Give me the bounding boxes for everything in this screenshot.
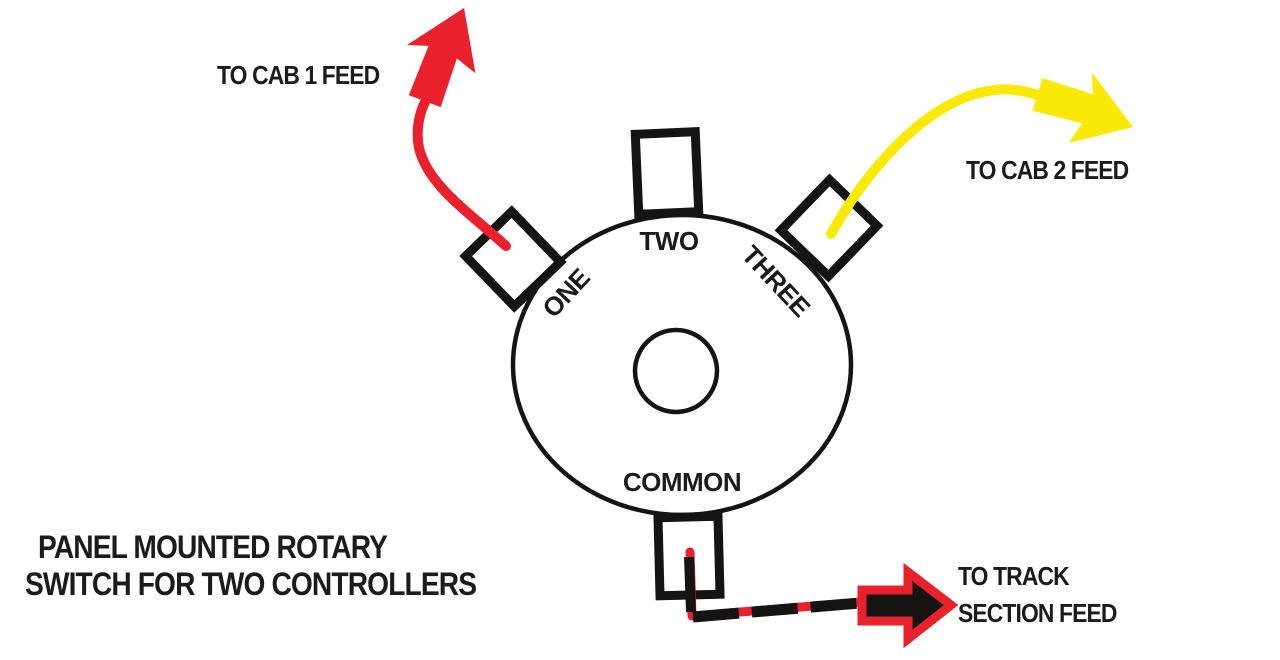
track-feed-label-line1: TO TRACK [958,561,1070,591]
diagram-caption-line1: PANEL MOUNTED ROTARY [38,529,388,565]
cab1-feed-label: TO CAB 1 FEED [217,60,380,90]
cab2-feed-label: TO CAB 2 FEED [966,155,1129,185]
terminal-lug-two [630,127,704,219]
cab1-wire [412,97,511,251]
terminal-label-common: COMMON [622,467,742,497]
track-wire-vertical-segment [684,556,696,613]
cab1-arrow-icon [407,8,476,108]
cab2-wire [826,84,1045,239]
track-wire-dashed-segment [692,597,861,623]
track-arrow-icon [857,562,959,649]
terminal-label-two: TWO [639,226,699,256]
switch-shaft-circle [632,327,720,415]
diagram-caption-line2: SWITCH FOR TWO CONTROLLERS [25,566,477,602]
track-feed-label-line2: SECTION FEED [958,598,1117,628]
cab2-arrow-icon [1032,72,1133,143]
